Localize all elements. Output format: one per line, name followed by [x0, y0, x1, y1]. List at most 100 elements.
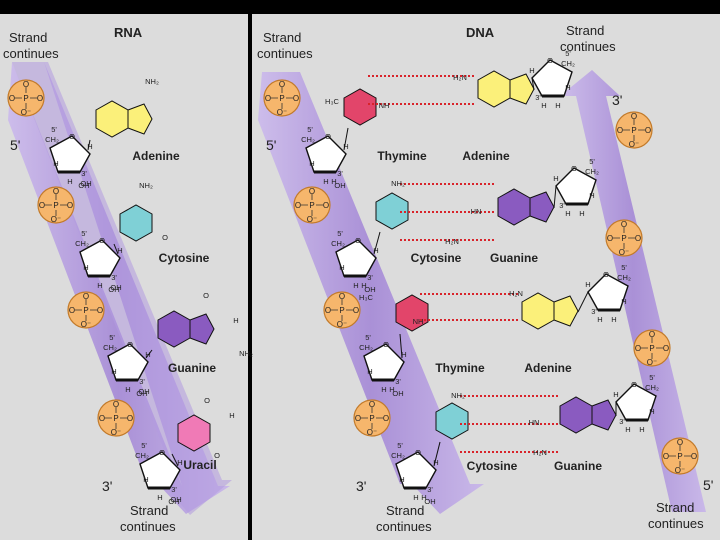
oxygen-label: O	[83, 292, 89, 301]
oxygen-label: O	[214, 451, 220, 460]
carbon-3-label: 3'	[591, 307, 597, 316]
ch2-label: CH₂	[585, 167, 599, 176]
dna-left-base-ring	[395, 294, 429, 332]
hydrogen-label: H	[625, 425, 630, 434]
oxygen-label: O	[162, 233, 168, 242]
dna-left-strand-top-1: Strand	[263, 30, 301, 45]
rna-base-ring	[95, 100, 153, 138]
top-black-bar	[0, 0, 720, 14]
hydrogen-label: H	[87, 142, 92, 151]
oxygen-label: O	[113, 400, 119, 409]
hydrogen-label: H	[117, 246, 122, 255]
carbon-3-label: 3'	[427, 485, 433, 494]
dna-left-strand-bottom-2: continues	[376, 519, 432, 534]
hydroxyl-label: OH	[136, 389, 147, 398]
hydrogen-label: H	[565, 83, 570, 92]
oxygen-label: O	[649, 330, 655, 339]
hydrogen-label: H	[157, 493, 162, 502]
oxygen-label: O	[353, 306, 359, 315]
imino-group-label: NH	[413, 317, 424, 326]
carbon-3-label: 3'	[139, 377, 145, 386]
amino-group-label: NH₂	[139, 181, 153, 190]
dna-left-strand-top-2: continues	[257, 46, 313, 61]
amino-group-label: NH₂	[451, 391, 465, 400]
oxygen-label: O	[635, 344, 641, 353]
phosphorus-label: P	[339, 306, 344, 315]
oxygen-ion-label: O⁻	[647, 358, 657, 367]
oxygen-label: O	[607, 234, 613, 243]
oxygen-label: O	[204, 396, 210, 405]
hydrogen-label: H	[597, 315, 602, 324]
ch2-label: CH₂	[561, 59, 575, 68]
hydrogen-label: H	[125, 385, 130, 394]
hydrogen-label: H	[83, 263, 88, 272]
carbon-5-label: 5'	[307, 125, 313, 134]
dna-right-base-label: Guanine	[490, 251, 538, 265]
hydrogen-label: H	[309, 159, 314, 168]
oxygen-label: O	[99, 414, 105, 423]
phosphorus-label: P	[369, 414, 374, 423]
carbon-5-label: 5'	[109, 333, 115, 342]
ring-oxygen-label: O	[547, 56, 553, 65]
ring-oxygen-label: O	[631, 380, 637, 389]
hydrogen-label: H	[373, 246, 378, 255]
rna-base-label: Cytosine	[159, 251, 210, 265]
dna-right-base-label: Adenine	[524, 361, 572, 375]
amino-group-label: NH₂	[391, 179, 405, 188]
oxygen-label: O	[127, 414, 133, 423]
ch2-label: CH₂	[645, 383, 659, 392]
ring-oxygen-label: O	[571, 164, 577, 173]
hydroxyl-label: OH	[364, 285, 375, 294]
oxygen-label: O	[645, 126, 651, 135]
carbon-5-label: 5'	[565, 49, 571, 58]
carbon-3-label: 3'	[337, 169, 343, 178]
rna-base-label: Uracil	[183, 458, 216, 472]
rna-base-ring	[177, 414, 211, 452]
oxygen-ion-label: O⁻	[81, 320, 91, 329]
hydroxyl-label: OH	[334, 181, 345, 190]
rna-strand-bottom-2: continues	[120, 519, 176, 534]
hydrogen-label: H	[621, 297, 626, 306]
oxygen-label: O	[203, 291, 209, 300]
oxygen-label: O	[663, 344, 669, 353]
hydrogen-label: H	[233, 316, 238, 325]
hydroxyl-label: OH	[80, 179, 91, 188]
ring-oxygen-label: O	[603, 270, 609, 279]
carbon-5-label: 5'	[649, 373, 655, 382]
oxygen-label: O	[9, 94, 15, 103]
rna-title: RNA	[114, 25, 143, 40]
carbon-5-label: 5'	[141, 441, 147, 450]
oxygen-label: O	[67, 201, 73, 210]
oxygen-label: O	[383, 414, 389, 423]
ch2-label: CH₂	[103, 343, 117, 352]
oxygen-ion-label: O⁻	[307, 215, 317, 224]
hydroxyl-label: OH	[110, 283, 121, 292]
hydrogen-label: H	[553, 174, 558, 183]
carbon-3-label: 3'	[367, 273, 373, 282]
rna-base-ring	[157, 310, 215, 348]
hydrogen-label: H	[143, 475, 148, 484]
dna-left-base-label: Thymine	[377, 149, 427, 163]
dna-left-5prime: 5'	[266, 137, 276, 153]
ch2-label: CH₂	[617, 273, 631, 282]
amino-group-label: H₂N	[509, 289, 523, 298]
oxygen-label: O	[617, 126, 623, 135]
ring-oxygen-label: O	[325, 132, 331, 141]
carbon-5-label: 5'	[51, 125, 57, 134]
hydrogen-label: H	[413, 493, 418, 502]
ch2-label: CH₂	[391, 451, 405, 460]
dna-right-base-ring	[559, 396, 617, 434]
oxygen-ion-label: O⁻	[367, 428, 377, 437]
carbon-5-label: 5'	[337, 229, 343, 238]
hydrogen-label: H	[613, 390, 618, 399]
oxygen-ion-label: O⁻	[21, 108, 31, 117]
carbon-3-label: 3'	[535, 93, 541, 102]
